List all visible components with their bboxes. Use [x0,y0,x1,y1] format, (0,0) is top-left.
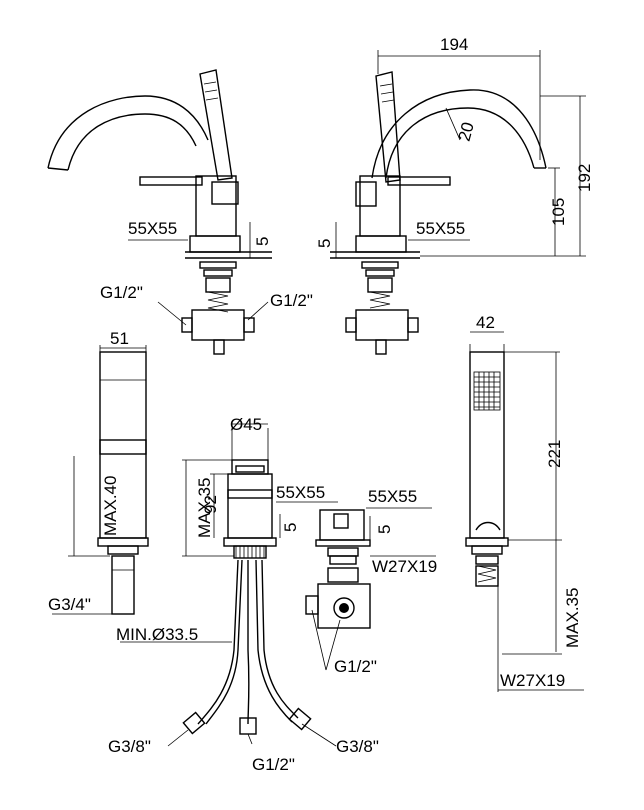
label-mid-right-w27x19: W27X19 [372,557,437,576]
label-top-left-5: 5 [253,237,272,246]
label-mid-right-5: 5 [375,525,394,534]
label-mid-center-min-d: MIN.Ø33.5 [116,625,198,644]
label-mid-left-51: 51 [110,329,129,348]
label-mid-right-g12: G1/2" [334,657,377,676]
label-mid-center-max35: MAX.35 [195,478,214,538]
label-hand-42: 42 [476,313,495,332]
label-mid-center-55x55: 55X55 [276,483,325,502]
label-top-right-20: 20 [455,120,478,143]
label-top-right-192: 192 [575,164,594,192]
mid-center-diverter [120,423,338,747]
label-mid-center-d45: Ø45 [230,415,262,434]
label-mid-center-g38-left: G3/8" [108,737,151,756]
label-top-right-5: 5 [315,239,334,248]
label-hand-max35: MAX.35 [563,588,582,648]
shower-nozzle-grid [474,372,500,410]
label-top-right-105: 105 [549,198,568,226]
label-mid-center-g12: G1/2" [252,755,295,774]
label-top-right-194: 194 [440,35,468,54]
label-top-right-55x55: 55X55 [416,219,465,238]
mid-left-component [52,345,149,615]
label-mid-left-g34: G3/4" [48,595,91,614]
label-mid-center-92: 92 [201,495,220,514]
label-mid-center-g38-right: G3/8" [336,737,379,756]
hand-shower-view [465,331,584,692]
label-top-left-g12-left: G1/2" [100,283,143,302]
label-mid-center-5: 5 [281,523,300,532]
top-left-mixer-view [47,69,272,355]
mid-right-valve [305,507,436,671]
label-top-left-55x55: 55X55 [128,219,177,238]
label-hand-w27x19: W27X19 [500,671,565,690]
top-right-mixer-view [330,50,586,355]
label-hand-221: 221 [545,440,564,468]
label-mid-right-55x55: 55X55 [368,487,417,506]
label-top-left-g12-right: G1/2" [270,291,313,310]
label-mid-left-max40: MAX.40 [101,476,120,536]
